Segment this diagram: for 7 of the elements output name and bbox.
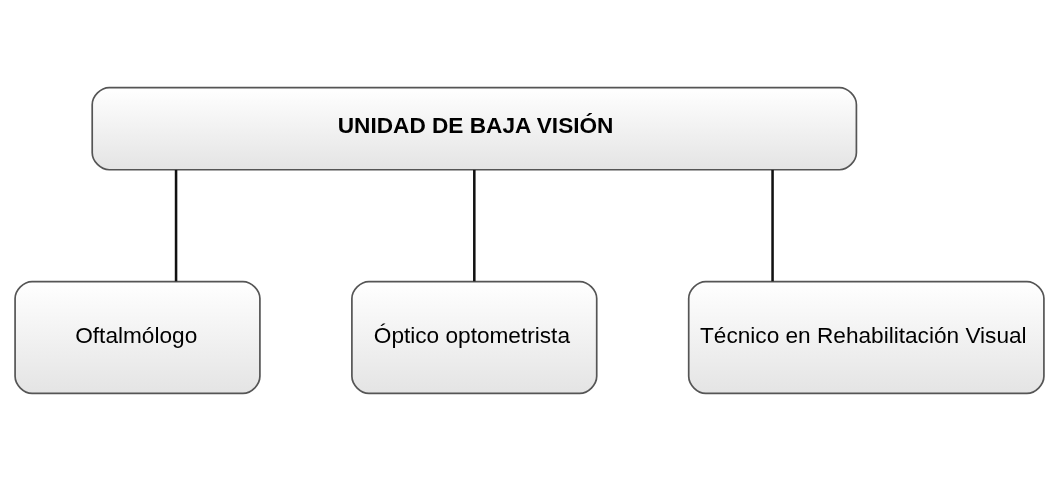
connector	[174, 169, 178, 282]
connector	[473, 169, 476, 282]
node-box: UNIDAD DE BAJA VISIÓN	[91, 86, 858, 171]
node-box: Técnico en Rehabilitación Visual	[687, 280, 1045, 395]
node-box: Oftalmólogo	[14, 280, 261, 395]
connector	[771, 169, 774, 282]
node-box: Óptico optometrista	[351, 280, 598, 395]
